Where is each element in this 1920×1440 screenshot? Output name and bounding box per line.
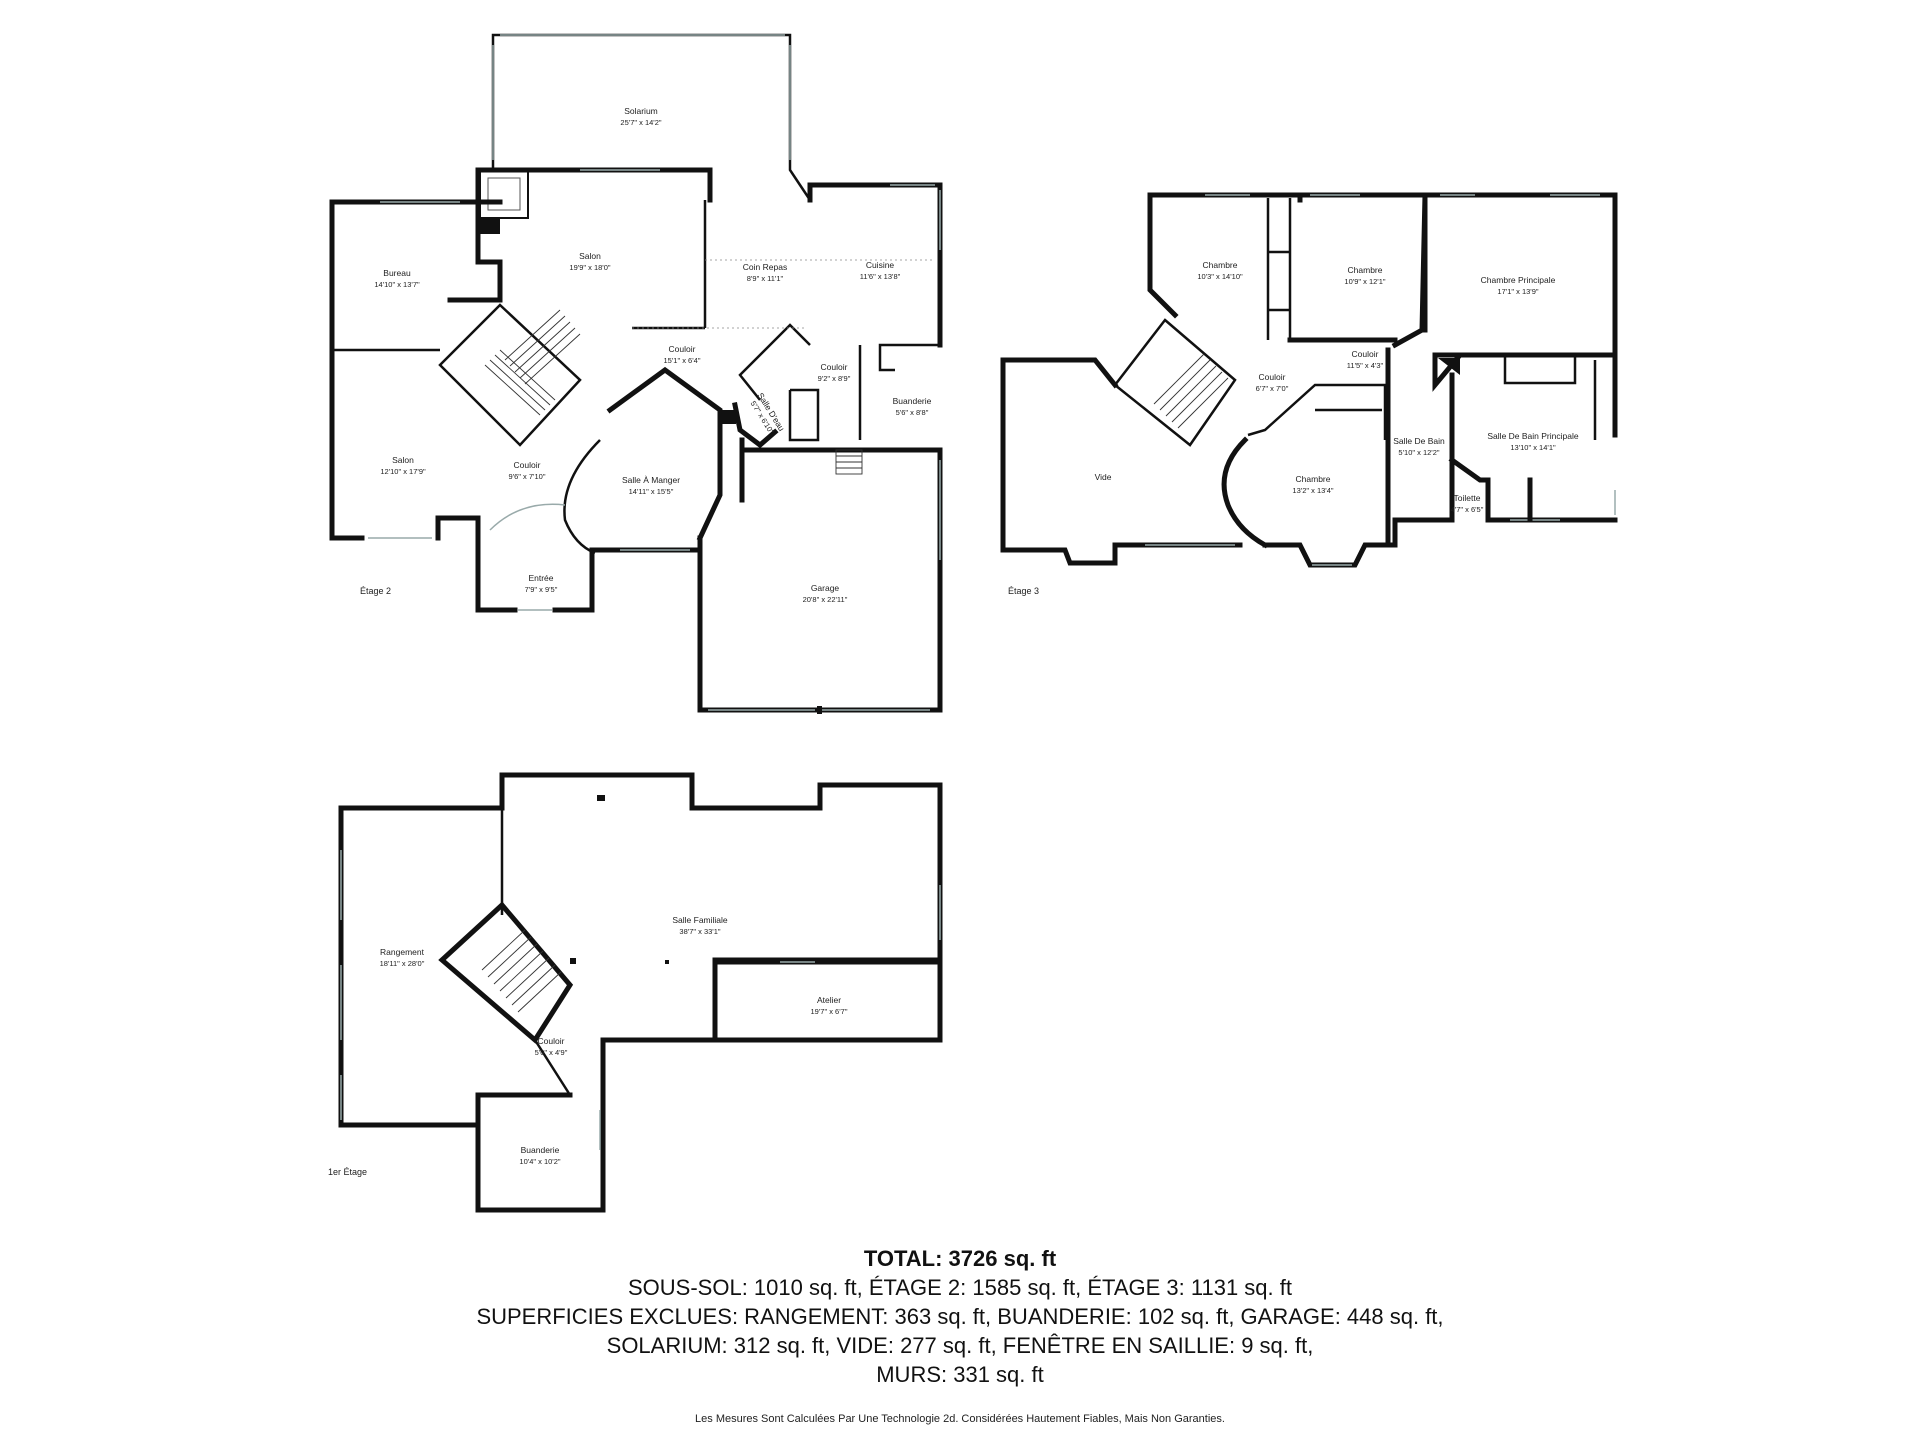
room-dims: 25'7" x 14'2"	[620, 118, 661, 127]
room-label-entree: Entrée 7'9" x 9'5"	[525, 573, 558, 594]
room-name: Couloir	[669, 344, 696, 354]
room-label-solarium: Solarium 25'7" x 14'2"	[620, 106, 661, 127]
room-name: Couloir	[1352, 349, 1379, 359]
room-name: Chambre	[1296, 474, 1331, 484]
room-dims: 17'1" x 13'9"	[1497, 287, 1538, 296]
room-label-couloir-a: Couloir 6'7" x 7'0"	[1256, 372, 1289, 393]
floor-plan-etage-2	[329, 33, 943, 714]
room-dims: 13'10" x 14'1"	[1510, 443, 1556, 452]
room-name: Bureau	[383, 268, 411, 278]
room-dims: 11'5" x 4'3"	[1347, 361, 1384, 370]
room-dims: 9'2" x 8'9"	[818, 374, 851, 383]
room-dims: 10'9" x 12'1"	[1344, 277, 1385, 286]
room-name: Coin Repas	[743, 262, 787, 272]
room-dims: 19'7" x 6'7"	[811, 1007, 848, 1016]
room-name: Atelier	[817, 995, 841, 1005]
room-label-salle-deau: Salle D'eau 5'7" x 6'10"	[749, 391, 787, 436]
room-name: Salle Familiale	[672, 915, 728, 925]
room-label-coin-repas: Coin Repas 8'9" x 11'1"	[743, 262, 787, 283]
room-dims: 5'6" x 8'8"	[896, 408, 929, 417]
room-name: Chambre Principale	[1481, 275, 1556, 285]
room-label-buanderie-e2: Buanderie 5'6" x 8'8"	[893, 396, 932, 417]
area-line-excluded-2: SOLARIUM: 312 sq. ft, VIDE: 277 sq. ft, …	[606, 1333, 1314, 1358]
measurement-disclaimer: Les Mesures Sont Calculées Par Une Techn…	[695, 1413, 1225, 1425]
room-name: Salle À Manger	[622, 475, 680, 485]
room-dims: 5'10" x 12'2"	[1398, 448, 1439, 457]
room-label-rangement: Rangement 18'11" x 28'0"	[380, 947, 425, 968]
room-label-cuisine: Cuisine 11'6" x 13'8"	[860, 260, 901, 281]
area-line-excluded: SUPERFICIES EXCLUES: RANGEMENT: 363 sq. …	[476, 1304, 1444, 1329]
room-dims: 14'11" x 15'5"	[629, 487, 674, 496]
room-name: Salon	[392, 455, 414, 465]
floor-label-etage-1: 1er Étage	[328, 1167, 367, 1177]
room-label-chambre-1: Chambre 10'3" x 14'10"	[1197, 260, 1243, 281]
room-name: Couloir	[821, 362, 848, 372]
room-name: Entrée	[528, 573, 553, 583]
area-summary: TOTAL: 3726 sq. ft SOUS-SOL: 1010 sq. ft…	[0, 1246, 1920, 1390]
room-name: Chambre	[1348, 265, 1383, 275]
room-dims: 9'6" x 7'10"	[509, 472, 546, 481]
room-dims: 20'8" x 22'11"	[803, 595, 848, 604]
room-dims: 6'7" x 7'0"	[1256, 384, 1289, 393]
area-line-walls: MURS: 331 sq. ft	[876, 1362, 1044, 1387]
room-label-salon-main: Salon 19'9" x 18'0"	[569, 251, 610, 272]
room-dims: 8'9" x 11'1"	[747, 274, 784, 283]
room-label-chambre-principale: Chambre Principale 17'1" x 13'9"	[1481, 275, 1556, 296]
floor-plan-etage-3	[1000, 192, 1618, 568]
room-label-couloir-e1: Couloir 5'0" x 4'9"	[535, 1036, 568, 1057]
room-dims: 12'10" x 17'9"	[380, 467, 426, 476]
floor-label-etage-3: Étage 3	[1008, 586, 1039, 596]
room-label-salon-west: Salon 12'10" x 17'9"	[380, 455, 426, 476]
room-dims: 13'2" x 13'4"	[1292, 486, 1333, 495]
room-name: Buanderie	[521, 1145, 560, 1155]
room-label-toilette: Toilette 4'7" x 6'5"	[1451, 493, 1484, 514]
room-label-garage: Garage 20'8" x 22'11"	[803, 583, 848, 604]
room-name: Solarium	[624, 106, 658, 116]
room-dims: 10'3" x 14'10"	[1197, 272, 1243, 281]
room-dims: 38'7" x 33'1"	[679, 927, 720, 936]
room-name: Couloir	[1259, 372, 1286, 382]
room-name: Rangement	[380, 947, 425, 957]
room-dims: 7'9" x 9'5"	[525, 585, 558, 594]
room-label-chambre-2: Chambre 10'9" x 12'1"	[1344, 265, 1385, 286]
room-name: Vide	[1095, 472, 1112, 482]
room-label-couloir-east: Couloir 9'2" x 8'9"	[818, 362, 851, 383]
room-dims: 11'6" x 13'8"	[860, 272, 901, 281]
room-name: Toilette	[1454, 493, 1481, 503]
room-dims: 10'4" x 10'2"	[519, 1157, 560, 1166]
room-label-salle-de-bain-principale: Salle De Bain Principale 13'10" x 14'1"	[1487, 431, 1578, 452]
room-dims: 15'1" x 6'4"	[664, 356, 701, 365]
room-name: Salle De Bain Principale	[1487, 431, 1578, 441]
room-dims: 14'10" x 13'7"	[374, 280, 420, 289]
room-label-couloir-main: Couloir 15'1" x 6'4"	[664, 344, 701, 365]
room-name: Garage	[811, 583, 840, 593]
room-dims: 19'9" x 18'0"	[569, 263, 610, 272]
room-name: Cuisine	[866, 260, 895, 270]
room-label-atelier: Atelier 19'7" x 6'7"	[811, 995, 848, 1016]
total-area: TOTAL: 3726 sq. ft	[863, 1246, 1057, 1271]
room-label-vide: Vide	[1095, 472, 1112, 482]
room-name: Couloir	[514, 460, 541, 470]
room-label-salle-familiale: Salle Familiale 38'7" x 33'1"	[672, 915, 728, 936]
room-name: Salon	[579, 251, 601, 261]
room-label-couloir-b: Couloir 11'5" x 4'3"	[1347, 349, 1384, 370]
room-label-chambre-3: Chambre 13'2" x 13'4"	[1292, 474, 1333, 495]
room-name: Buanderie	[893, 396, 932, 406]
room-label-buanderie-e1: Buanderie 10'4" x 10'2"	[519, 1145, 560, 1166]
floor-label-etage-2: Étage 2	[360, 586, 391, 596]
room-name: Chambre	[1203, 260, 1238, 270]
room-label-bureau: Bureau 14'10" x 13'7"	[374, 268, 420, 289]
room-name: Couloir	[538, 1036, 565, 1046]
room-label-salle-de-bain: Salle De Bain 5'10" x 12'2"	[1393, 436, 1445, 457]
room-label-salle-a-manger: Salle À Manger 14'11" x 15'5"	[622, 475, 680, 496]
area-line-floors: SOUS-SOL: 1010 sq. ft, ÉTAGE 2: 1585 sq.…	[628, 1275, 1292, 1300]
floor-plan-etage-1	[338, 772, 943, 1213]
room-name: Salle De Bain	[1393, 436, 1445, 446]
room-dims: 18'11" x 28'0"	[380, 959, 425, 968]
room-dims: 4'7" x 6'5"	[1451, 505, 1484, 514]
room-label-couloir-west: Couloir 9'6" x 7'10"	[509, 460, 546, 481]
room-dims: 5'0" x 4'9"	[535, 1048, 568, 1057]
